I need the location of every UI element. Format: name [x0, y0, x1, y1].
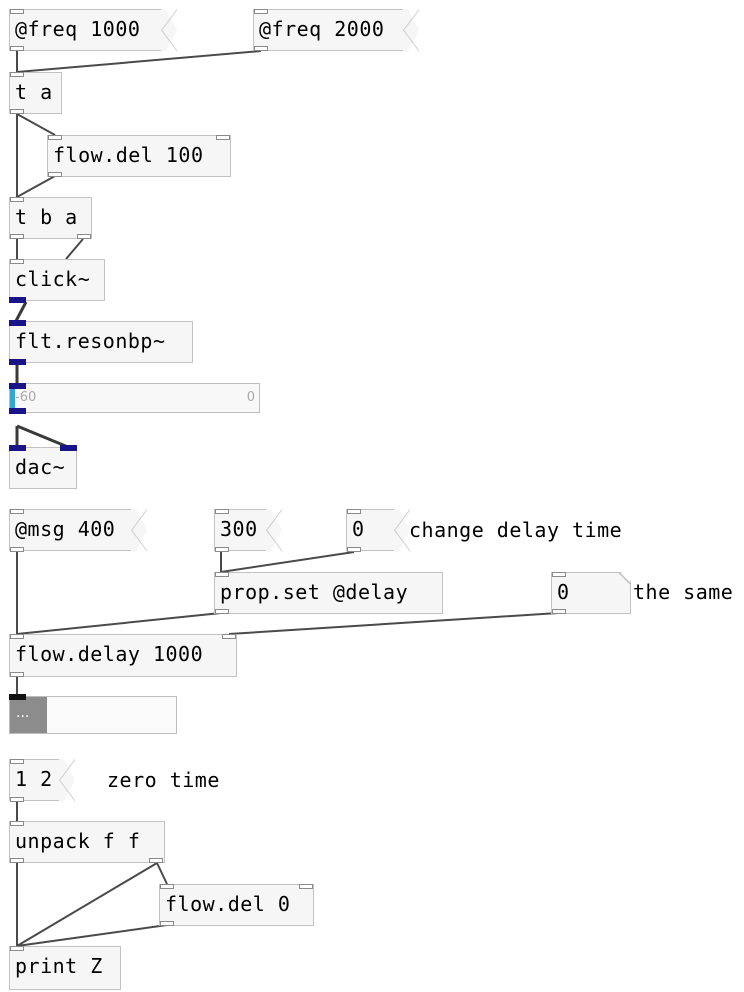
msg-0-delay[interactable]: 0 — [346, 508, 410, 552]
inlet-port[interactable] — [10, 259, 24, 264]
inlet-port[interactable] — [10, 634, 24, 639]
outlet-port[interactable] — [10, 46, 24, 51]
outlet-port[interactable] — [347, 547, 361, 552]
inlet-port[interactable] — [10, 9, 24, 14]
object-dac[interactable]: dac~ — [9, 447, 77, 489]
signal-outlet-port[interactable] — [9, 408, 26, 414]
inlet-port[interactable] — [299, 884, 313, 889]
inlet-port[interactable] — [254, 9, 268, 14]
slider-knob[interactable] — [10, 384, 15, 412]
outlet-port[interactable] — [149, 858, 163, 863]
inlet-port[interactable] — [10, 72, 24, 77]
msg-400[interactable]: @msg 400 — [9, 508, 147, 552]
object-flt-resonbp[interactable]: flt.resonbp~ — [9, 321, 193, 363]
progress-inlet-port[interactable] — [9, 694, 26, 700]
outlet-port[interactable] — [77, 234, 91, 239]
object-flow-del-100[interactable]: flow.del 100 — [47, 135, 231, 177]
signal-inlet-port[interactable] — [9, 445, 26, 451]
outlet-port[interactable] — [552, 609, 566, 614]
inlet-port[interactable] — [10, 946, 24, 951]
signal-outlet-port[interactable] — [9, 297, 26, 303]
signal-outlet-port[interactable] — [9, 359, 26, 365]
msg-freq-1000[interactable]: @freq 1000 — [9, 8, 177, 52]
outlet-port[interactable] — [10, 797, 24, 802]
msg-300[interactable]: 300 — [214, 508, 282, 552]
inlet-port[interactable] — [10, 509, 24, 514]
outlet-port[interactable] — [215, 609, 229, 614]
inlet-port[interactable] — [10, 821, 24, 826]
outlet-port[interactable] — [215, 547, 229, 552]
object-unpack-f-f[interactable]: unpack f f — [9, 821, 165, 863]
outlet-port[interactable] — [10, 109, 24, 114]
object-prop-set-delay[interactable]: prop.set @delay — [214, 572, 443, 614]
comment-the-same: the same — [633, 580, 734, 604]
inlet-port[interactable] — [10, 197, 24, 202]
inlet-port[interactable] — [160, 884, 174, 889]
inlet-port[interactable] — [215, 572, 229, 577]
msg-1-2[interactable]: 1 2 — [9, 758, 75, 802]
inlet-port[interactable] — [216, 135, 230, 140]
outlet-port[interactable] — [48, 172, 62, 177]
signal-inlet-port[interactable] — [9, 320, 26, 326]
progress-fill — [10, 697, 47, 733]
inlet-port[interactable] — [347, 509, 361, 514]
number-box-0[interactable]: 0 — [551, 572, 631, 614]
signal-inlet-port[interactable] — [60, 445, 77, 451]
object-trigger-b-a[interactable]: t b a — [9, 197, 92, 239]
object-click[interactable]: click~ — [9, 259, 105, 301]
msg-freq-2000[interactable]: @freq 2000 — [253, 8, 419, 52]
inlet-port[interactable] — [215, 509, 229, 514]
inlet-port[interactable] — [10, 759, 24, 764]
inlet-port[interactable] — [222, 634, 236, 639]
horizontal-slider[interactable]: -60 0 — [9, 383, 260, 413]
slider-max-label: 0 — [246, 390, 255, 405]
object-print-z[interactable]: print Z — [9, 946, 121, 990]
outlet-port[interactable] — [10, 858, 24, 863]
outlet-port[interactable] — [254, 46, 268, 51]
outlet-port[interactable] — [10, 672, 24, 677]
object-trigger-a[interactable]: t a — [9, 72, 62, 114]
object-flow-delay-1000[interactable]: flow.delay 1000 — [9, 634, 237, 677]
progress-bar: ... — [9, 696, 177, 734]
outlet-port[interactable] — [10, 234, 24, 239]
outlet-port[interactable] — [160, 921, 174, 926]
slider-min-label: -60 — [15, 390, 37, 405]
outlet-port[interactable] — [10, 547, 24, 552]
inlet-port[interactable] — [552, 572, 566, 577]
progress-label: ... — [16, 705, 30, 721]
signal-inlet-port[interactable] — [9, 383, 26, 389]
object-flow-del-0[interactable]: flow.del 0 — [159, 884, 314, 926]
comment-change-delay-time: change delay time — [409, 518, 623, 542]
comment-zero-time: zero time — [107, 768, 220, 792]
inlet-port[interactable] — [48, 135, 62, 140]
